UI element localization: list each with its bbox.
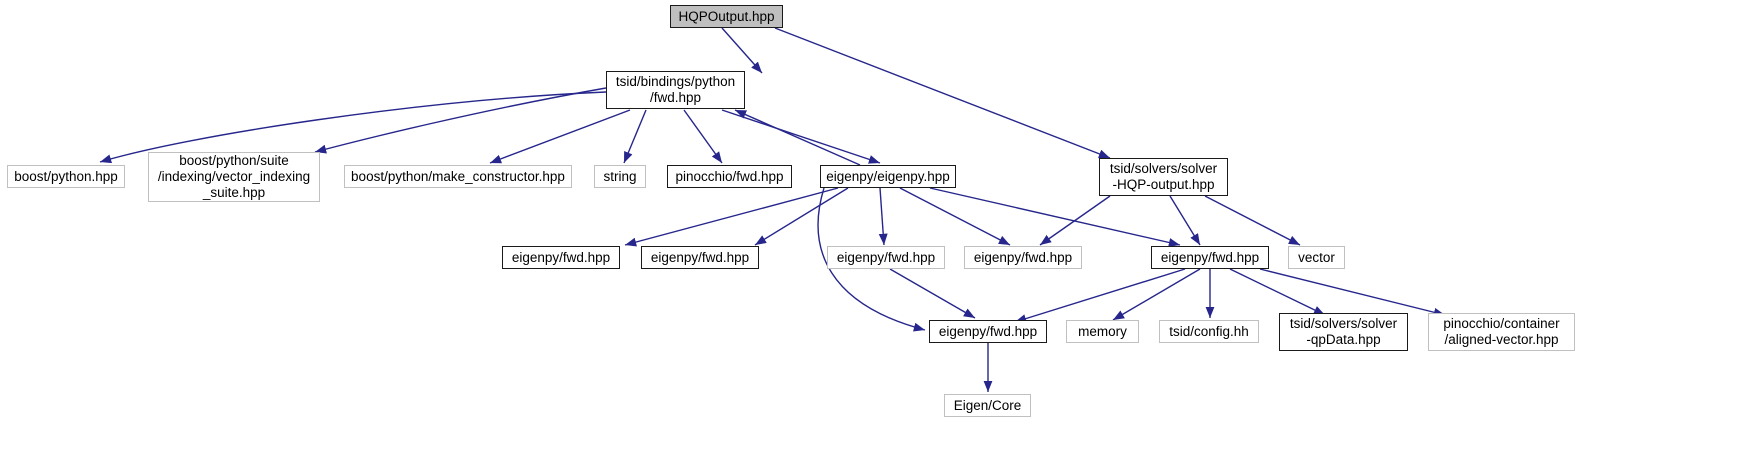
graph-node-eigenpy-fwd-hpp[interactable]: eigenpy/fwd.hpp	[1151, 246, 1269, 269]
edge-n11-to-n15	[889, 268, 976, 319]
edge-n8-to-n12	[1039, 195, 1111, 246]
graph-node-eigenpy-fwd-hpp[interactable]: eigenpy/fwd.hpp	[502, 246, 620, 269]
graph-node-pinocchio-fwd-hpp[interactable]: pinocchio/fwd.hpp	[667, 165, 792, 188]
edge-n13-to-n18	[1229, 268, 1326, 316]
graph-node-boost-python-suite-indexing-vector-indexing-suite-hpp[interactable]: boost/python/suite /indexing/vector_inde…	[148, 152, 320, 202]
graph-node-tsid-config-hh[interactable]: tsid/config.hh	[1159, 320, 1259, 343]
edge-n0-to-n1	[721, 27, 763, 74]
edge-n7-to-n9	[624, 187, 839, 247]
edge-n1-to-n4	[489, 109, 631, 164]
graph-node-hqpoutput-hpp[interactable]: HQPOutput.hpp	[670, 5, 783, 28]
graph-node-eigenpy-fwd-hpp[interactable]: eigenpy/fwd.hpp	[641, 246, 759, 269]
graph-node-tsid-bindings-python-fwd-hpp[interactable]: tsid/bindings/python /fwd.hpp	[606, 71, 745, 109]
graph-node-eigenpy-fwd-hpp[interactable]: eigenpy/fwd.hpp	[964, 246, 1082, 269]
edge-n7-to-n12	[899, 187, 1011, 246]
edge-n8-to-n14	[1204, 195, 1301, 246]
edge-n13-to-n16	[1112, 268, 1201, 321]
graph-node-string[interactable]: string	[594, 165, 646, 188]
edge-n8-to-n13	[1169, 195, 1201, 246]
edge-n13-to-n19	[1259, 268, 1446, 317]
edge-n1-to-n6	[683, 109, 723, 164]
graph-node-boost-python-make-constructor-hpp[interactable]: boost/python/make_constructor.hpp	[344, 165, 572, 188]
graph-node-tsid-solvers-solver-hqp-output-hpp[interactable]: tsid/solvers/solver -HQP-output.hpp	[1099, 158, 1228, 196]
edge-n7-to-n1	[734, 109, 861, 166]
graph-node-vector[interactable]: vector	[1288, 246, 1345, 269]
edge-n7-to-n11	[878, 187, 888, 246]
graph-node-eigen-core[interactable]: Eigen/Core	[944, 394, 1031, 417]
edge-n7-to-n10	[754, 187, 849, 246]
graph-node-eigenpy-eigenpy-hpp[interactable]: eigenpy/eigenpy.hpp	[820, 165, 956, 188]
graph-node-memory[interactable]: memory	[1066, 320, 1139, 343]
edge-n7-to-n13	[929, 187, 1181, 247]
edge-n1-to-n5	[623, 109, 647, 164]
edge-n13-to-n15	[1014, 268, 1186, 323]
graph-node-pinocchio-container-aligned-vector-hpp[interactable]: pinocchio/container /aligned-vector.hpp	[1428, 313, 1575, 351]
graph-node-eigenpy-fwd-hpp[interactable]: eigenpy/fwd.hpp	[827, 246, 945, 269]
graph-node-boost-python-hpp[interactable]: boost/python.hpp	[7, 165, 125, 188]
edge-n1-to-n7	[721, 109, 881, 164]
edge-n1-to-n3	[314, 87, 607, 154]
graph-node-eigenpy-fwd-hpp[interactable]: eigenpy/fwd.hpp	[929, 320, 1047, 343]
graph-node-tsid-solvers-solver-qpdata-hpp[interactable]: tsid/solvers/solver -qpData.hpp	[1279, 313, 1408, 351]
edge-n0-to-n8	[774, 27, 1111, 159]
